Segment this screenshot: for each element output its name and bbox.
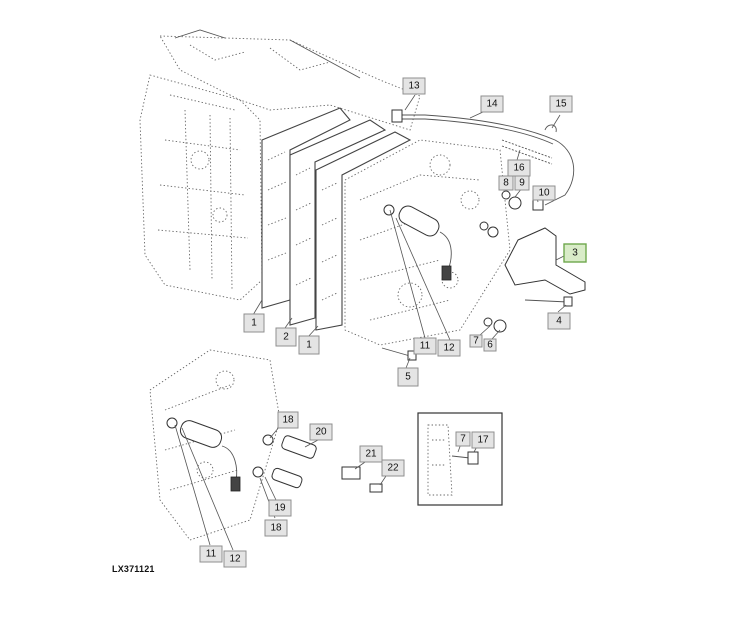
callout-number: 6 (487, 340, 493, 351)
callout-number: 5 (405, 372, 411, 383)
pressure-sensors (252, 434, 383, 493)
sensor-line (391, 109, 575, 206)
callout-number: 19 (274, 503, 286, 514)
callout-number: 7 (460, 434, 466, 445)
callout-number: 22 (387, 463, 399, 474)
callout-12: 12 (223, 550, 247, 568)
callout-number: 3 (572, 248, 578, 259)
callout-12: 12 (437, 339, 461, 357)
callout-number: 14 (486, 99, 498, 110)
callout-number: 18 (282, 415, 294, 426)
callout-9: 9 (514, 175, 530, 191)
callout-10: 10 (532, 185, 556, 201)
callout-number: 20 (315, 427, 327, 438)
valve-plate-1 (261, 107, 351, 309)
callout-number: 1 (251, 318, 257, 329)
callout-number: 10 (538, 188, 550, 199)
valve-plate-2 (289, 119, 387, 326)
bracket (504, 227, 586, 307)
callout-number: 1 (306, 340, 312, 351)
callout-number: 4 (556, 316, 562, 327)
callout-21: 21 (359, 445, 383, 463)
callout-8: 8 (498, 175, 514, 191)
callout-13: 13 (402, 77, 426, 95)
callout-18: 18 (264, 519, 288, 537)
callout-number: 8 (503, 178, 509, 189)
callout-number: 15 (555, 99, 567, 110)
callout-17: 17 (471, 431, 495, 449)
control-valve-body (344, 139, 511, 346)
callout-number: 7 (473, 336, 479, 347)
callout-2: 2 (275, 327, 297, 347)
callout-number: 18 (270, 523, 282, 534)
callout-11: 11 (413, 337, 437, 355)
callout-3: 3 (563, 243, 587, 263)
callout-1: 1 (298, 335, 320, 355)
callout-11: 11 (199, 545, 223, 563)
plugs (483, 317, 507, 333)
callout-7: 7 (469, 334, 483, 348)
fittings-8-9-10 (479, 190, 544, 238)
figure-id: LX371121 (112, 564, 155, 574)
callout-number: 11 (206, 549, 217, 560)
callout-number: 21 (365, 449, 377, 460)
solenoid-valve-lower (166, 417, 241, 492)
callout-number: 12 (443, 343, 455, 354)
callout-7: 7 (455, 431, 471, 447)
callout-number: 9 (519, 178, 525, 189)
detail-inset (417, 412, 503, 506)
callout-number: 2 (283, 332, 289, 343)
callout-22: 22 (381, 459, 405, 477)
callout-1: 1 (243, 313, 265, 333)
solenoid-valve-upper (383, 204, 452, 281)
callout-number: 12 (229, 554, 241, 565)
callout-number: 17 (477, 435, 489, 446)
transmission-housing (139, 29, 421, 301)
valve-plate-3 (315, 131, 412, 331)
callout-4: 4 (547, 312, 571, 330)
callout-19: 19 (268, 499, 292, 517)
callout-6: 6 (483, 338, 497, 352)
callout-14: 14 (480, 95, 504, 113)
bolt (381, 347, 417, 361)
callout-number: 16 (513, 163, 525, 174)
callout-5: 5 (397, 367, 419, 387)
callout-20: 20 (309, 423, 333, 441)
callout-18: 18 (277, 411, 299, 429)
callout-15: 15 (549, 95, 573, 113)
callout-16: 16 (507, 159, 531, 177)
callout-number: 13 (408, 81, 420, 92)
callout-number: 11 (420, 341, 431, 352)
